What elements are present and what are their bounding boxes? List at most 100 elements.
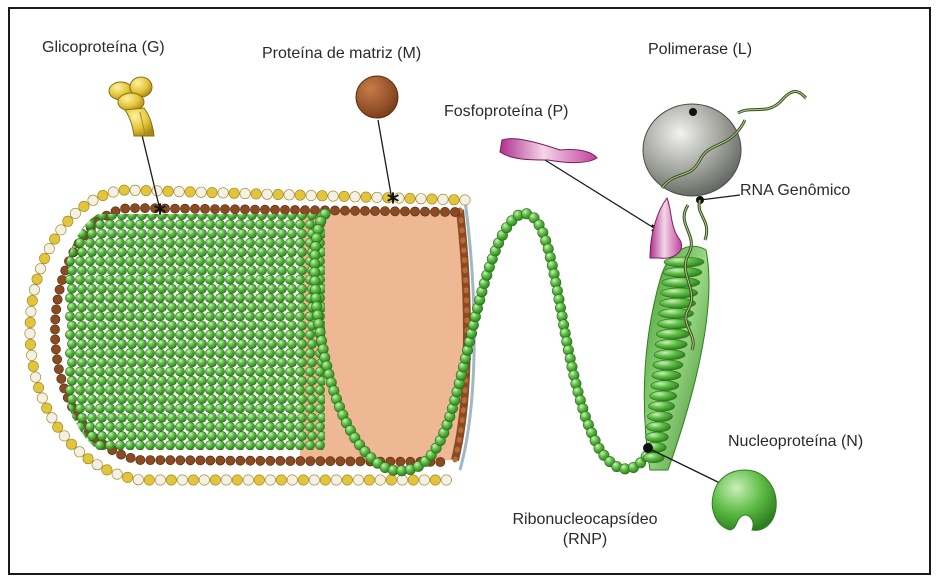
- nucleocapsid-bead: [177, 247, 186, 256]
- lipid-head: [276, 475, 286, 485]
- nucleocapsid-bead: [287, 284, 296, 293]
- nucleocapsid-bead: [67, 284, 76, 293]
- bound-phosphoprotein: [650, 198, 682, 258]
- label-polymerase: Polimerase (L): [648, 40, 752, 60]
- nucleocapsid-bead: [205, 367, 214, 376]
- nucleocapsid-bead: [205, 404, 214, 413]
- nucleocapsid-bead: [77, 413, 86, 422]
- matrix-bead: [210, 205, 219, 214]
- nucleocapsid-bead: [87, 266, 96, 275]
- nucleocapsid-bead: [315, 422, 324, 431]
- nucleocapsid-bead: [75, 330, 84, 339]
- lipid-head: [262, 189, 272, 199]
- lipid-head: [320, 475, 330, 485]
- matrix-bead: [190, 204, 199, 213]
- nucleocapsid-bead: [237, 358, 246, 367]
- nucleocapsid-bead: [125, 330, 134, 339]
- matrix-bead: [206, 456, 215, 465]
- nucleocapsid-bead: [65, 312, 74, 321]
- nucleocapsid-bead: [235, 441, 244, 450]
- nucleocapsid-bead: [225, 220, 234, 229]
- nucleocapsid-bead: [197, 413, 206, 422]
- lipid-head: [364, 475, 374, 485]
- nucleocapsid-bead: [205, 330, 214, 339]
- nucleocapsid-bead: [215, 257, 224, 266]
- nucleocapsid-bead: [187, 358, 196, 367]
- lipid-head: [102, 465, 112, 475]
- nucleocapsid-bead: [275, 367, 284, 376]
- nucleocapsid-bead: [265, 220, 274, 229]
- nucleocapsid-bead: [225, 441, 234, 450]
- nucleocapsid-bead: [165, 385, 174, 394]
- nucleocapsid-bead: [147, 303, 156, 312]
- nucleocapsid-bead: [155, 349, 164, 358]
- nucleocapsid-bead: [65, 238, 74, 247]
- nucleocapsid-bead: [185, 385, 194, 394]
- nucleocapsid-bead: [197, 321, 206, 330]
- nucleocapsid-bead: [115, 367, 124, 376]
- nucleocapsid-bead: [225, 312, 234, 321]
- nucleocapsid-bead: [107, 284, 116, 293]
- nucleocapsid-bead: [267, 358, 276, 367]
- nucleocapsid-bead: [267, 284, 276, 293]
- lipid-head: [166, 475, 176, 485]
- nucleocapsid-bead: [157, 358, 166, 367]
- nucleocapsid-bead: [145, 367, 154, 376]
- matrix-bead: [440, 207, 449, 216]
- lipid-head: [298, 475, 308, 485]
- nucleocapsid-bead: [197, 303, 206, 312]
- nucleocapsid-bead: [295, 330, 304, 339]
- nucleocapsid-bead: [217, 431, 226, 440]
- lipid-head: [210, 475, 220, 485]
- nucleocapsid-bead: [217, 303, 226, 312]
- label-matrix-protein: Proteína de matriz (M): [262, 44, 421, 64]
- nucleocapsid-bead: [85, 404, 94, 413]
- nucleocapsid-bead: [157, 321, 166, 330]
- lipid-head: [331, 475, 341, 485]
- matrix-bead: [336, 457, 345, 466]
- label-nucleoprotein: Nucleoproteína (N): [728, 432, 863, 452]
- nucleocapsid-bead: [235, 404, 244, 413]
- nucleocapsid-bead: [95, 312, 104, 321]
- nucleocapsid-bead: [195, 422, 204, 431]
- nucleocapsid-bead: [125, 367, 134, 376]
- nucleocapsid-bead: [245, 385, 254, 394]
- nucleocapsid-bead: [185, 257, 194, 266]
- lipid-head: [130, 185, 140, 195]
- nucleocapsid-bead: [235, 330, 244, 339]
- nucleocapsid-bead: [145, 275, 154, 284]
- nucleocapsid-bead: [85, 275, 94, 284]
- nucleocapsid-bead: [185, 220, 194, 229]
- nucleocapsid-bead: [247, 321, 256, 330]
- nucleocapsid-bead: [65, 367, 74, 376]
- nucleocapsid-bead: [127, 431, 136, 440]
- nucleocapsid-bead: [207, 303, 216, 312]
- nucleocapsid-bead: [247, 247, 256, 256]
- nucleocapsid-bead: [285, 293, 294, 302]
- nucleocapsid-bead: [275, 220, 284, 229]
- nucleocapsid-bead: [157, 431, 166, 440]
- nucleocapsid-bead: [105, 312, 114, 321]
- nucleocapsid-bead: [195, 275, 204, 284]
- nucleocapsid-bead: [85, 367, 94, 376]
- nucleocapsid-bead: [97, 450, 106, 459]
- nucleocapsid-bead: [307, 376, 316, 385]
- nucleocapsid-bead: [275, 330, 284, 339]
- nucleocapsid-bead: [75, 257, 84, 266]
- lipid-head: [177, 475, 187, 485]
- nucleocapsid-bead: [95, 275, 104, 284]
- lipid-head: [108, 187, 118, 197]
- nucleocapsid-bead: [185, 312, 194, 321]
- nucleocapsid-bead: [237, 321, 246, 330]
- nucleocapsid-bead: [137, 247, 146, 256]
- nucleocapsid-bead: [295, 422, 304, 431]
- lipid-head: [56, 225, 66, 235]
- nucleocapsid-bead: [127, 229, 136, 238]
- nucleocapsid-bead: [75, 238, 84, 247]
- matrix-bead: [266, 456, 275, 465]
- nucleocapsid-bead: [95, 220, 104, 229]
- nucleocapsid-bead: [215, 441, 224, 450]
- nucleocapsid-bead: [285, 367, 294, 376]
- lipid-head: [430, 475, 440, 485]
- nucleocapsid-bead: [127, 284, 136, 293]
